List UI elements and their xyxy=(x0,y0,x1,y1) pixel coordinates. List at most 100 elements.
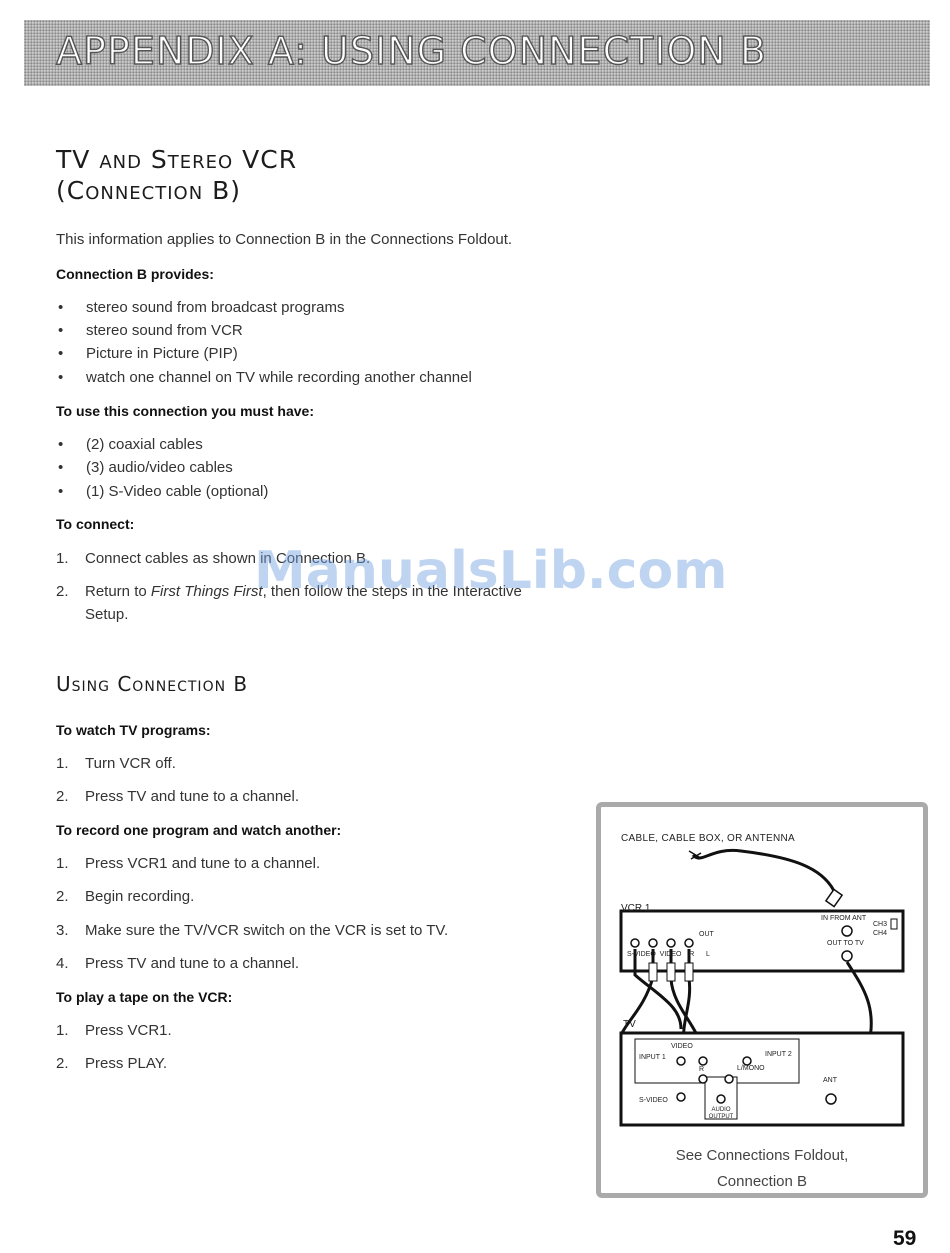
tv-video-jack-icon xyxy=(676,1056,686,1066)
record-heading: To record one program and watch another: xyxy=(56,822,342,838)
step-number: 4. xyxy=(56,955,69,972)
vcr-jacks xyxy=(630,925,853,962)
section-title-line2: (Connection B) xyxy=(56,176,242,205)
list-item: •Picture in Picture (PIP) xyxy=(58,345,238,362)
step-text: Press TV and tune to a channel. xyxy=(85,788,300,805)
banner-title: APPENDIX A: USING CONNECTION B xyxy=(55,28,767,73)
step-number: 1. xyxy=(56,550,69,567)
vcr-video-jack-icon xyxy=(648,938,658,948)
step-text-before: Return to xyxy=(85,583,151,600)
play-heading: To play a tape on the VCR: xyxy=(56,989,233,1005)
list-item-text: Picture in Picture (PIP) xyxy=(86,345,238,362)
tv-input2-l-jack-icon xyxy=(724,1074,734,1084)
step-text: Press TV and tune to a channel. xyxy=(85,955,300,972)
diagram-vcr-out-to-tv: OUT TO TV xyxy=(827,940,864,947)
list-item: •watch one channel on TV while recording… xyxy=(58,369,472,386)
section-title-line1: TV and Stereo VCR xyxy=(56,145,298,174)
source-cable xyxy=(691,848,837,894)
step-text: Press VCR1 and tune to a channel. xyxy=(85,855,321,872)
list-item: •stereo sound from VCR xyxy=(58,322,243,339)
vcr-svideo-jack-icon xyxy=(630,938,640,948)
diagram-tv-audio-output: AUDIO OUTPUT xyxy=(708,1107,734,1120)
tv-audio-out-jack-icon xyxy=(716,1094,726,1104)
tv-jacks xyxy=(676,1056,837,1105)
step-item: 2. Press PLAY. xyxy=(56,1055,167,1072)
step-number: 1. xyxy=(56,855,69,872)
step-number: 2. xyxy=(56,788,69,805)
diagram-tv-input1: INPUT 1 xyxy=(639,1054,666,1061)
step-item: 1.Turn VCR off. xyxy=(56,755,176,772)
diagram-source-label: CABLE, CABLE BOX, OR ANTENNA xyxy=(621,833,796,844)
step-number: 3. xyxy=(56,922,69,939)
diagram-vcr-ch3: CH3 xyxy=(873,921,888,928)
list-item: •(1) S-Video cable (optional) xyxy=(58,483,269,500)
step-item: 3. Make sure the TV/VCR switch on the VCR… xyxy=(56,922,448,939)
step-number: 1. xyxy=(56,1022,69,1039)
provides-heading: Connection B provides: xyxy=(56,266,214,282)
list-item-text: stereo sound from VCR xyxy=(86,322,243,339)
diagram-vcr-jack-labels: S-VIDEO VIDEO R L xyxy=(627,951,710,958)
diagram-vcr-label: VCR 1 xyxy=(621,903,651,914)
vcr-channel-switch-icon xyxy=(890,918,898,930)
tv-input-panel xyxy=(634,1038,800,1084)
vcr-out-to-tv-jack-icon xyxy=(841,950,853,962)
diagram-tv-lmono: L/MONO xyxy=(737,1065,765,1072)
list-item-text: (2) coaxial cables xyxy=(86,436,203,453)
vcr-audio-r-jack-icon xyxy=(666,938,676,948)
list-item-text: stereo sound from broadcast programs xyxy=(86,299,345,316)
svideo-cable xyxy=(633,949,683,1030)
step-item: 1. Connect cables as shown in Connection … xyxy=(56,550,370,567)
must-have-heading: To use this connection you must have: xyxy=(56,403,314,419)
section-title-tv-stereo-vcr: TV and Stereo VCR (Connection B) xyxy=(56,144,297,206)
step-text: Press PLAY. xyxy=(85,1055,167,1072)
step-text-italic: First Things First xyxy=(150,583,263,600)
diagram-tv-label: TV xyxy=(623,1019,636,1030)
step-number: 2. xyxy=(56,888,69,905)
step-text: Press VCR1. xyxy=(85,1022,172,1039)
vcr-audio-l-jack-icon xyxy=(684,938,694,948)
list-item-text: (3) audio/video cables xyxy=(86,459,233,476)
cable-plugs xyxy=(648,962,694,982)
list-item-text: watch one channel on TV while recording … xyxy=(86,369,472,386)
step-text: Begin recording. xyxy=(85,888,195,905)
diagram-caption-line1: See Connections Foldout, xyxy=(675,1147,849,1164)
diagram-vcr-out: OUT xyxy=(699,931,714,938)
step-text: Make sure the TV/VCR switch on the VCR i… xyxy=(85,922,449,939)
step-item: 1. Press VCR1 and tune to a channel. xyxy=(56,855,320,872)
diagram-tv-video: VIDEO xyxy=(671,1043,693,1050)
step-text: Turn VCR off. xyxy=(85,755,176,772)
tv-r-jack-icon xyxy=(698,1056,708,1066)
tv-ant-jack-icon xyxy=(825,1093,837,1105)
list-item: •(2) coaxial cables xyxy=(58,436,203,453)
diagram-tv-r: R xyxy=(699,1066,705,1073)
list-item: •(3) audio/video cables xyxy=(58,459,233,476)
tv-lmono-jack-icon xyxy=(698,1074,708,1084)
watermark: ManualsLib.com xyxy=(254,541,728,601)
page-number: 59 xyxy=(893,1227,917,1250)
tv-svideo-jack-icon xyxy=(676,1092,686,1102)
appendix-banner: APPENDIX A: USING CONNECTION B xyxy=(24,20,930,86)
diagram-tv-input2: INPUT 2 xyxy=(765,1051,792,1058)
vcr-in-from-ant-jack-icon xyxy=(841,925,853,937)
step-number: 2. xyxy=(56,1055,69,1072)
section-title-using-connection-b: Using Connection B xyxy=(56,672,249,696)
diagram-drawing xyxy=(619,848,905,1127)
step-number: 2. xyxy=(56,583,69,600)
step-text-after: , then follow the steps in the Interacti… xyxy=(262,583,522,600)
connection-diagram: CABLE, CABLE BOX, OR ANTENNA xyxy=(596,802,928,1198)
ant-connector-icon xyxy=(824,888,844,908)
step-text-continued: Setup. xyxy=(85,606,129,623)
diagram-tv-svideo: S-VIDEO xyxy=(639,1097,668,1104)
list-item-text: (1) S-Video cable (optional) xyxy=(86,483,269,500)
step-text: Connect cables as shown in Connection B. xyxy=(85,550,371,567)
step-item: 2. Begin recording. xyxy=(56,888,194,905)
diagram-vcr-in-from-ant: IN FROM ANT xyxy=(821,915,867,922)
source-cable-end-icon xyxy=(688,850,702,860)
step-item: 2. Press TV and tune to a channel. xyxy=(56,788,299,805)
tv-input2-jack-icon xyxy=(742,1056,752,1066)
watch-heading: To watch TV programs: xyxy=(56,722,211,738)
step-item: 4. Press TV and tune to a channel. xyxy=(56,955,299,972)
connect-heading: To connect: xyxy=(56,516,135,532)
diagram-tv-ant: ANT xyxy=(823,1077,837,1084)
step-item: 1. Press VCR1. xyxy=(56,1022,172,1039)
